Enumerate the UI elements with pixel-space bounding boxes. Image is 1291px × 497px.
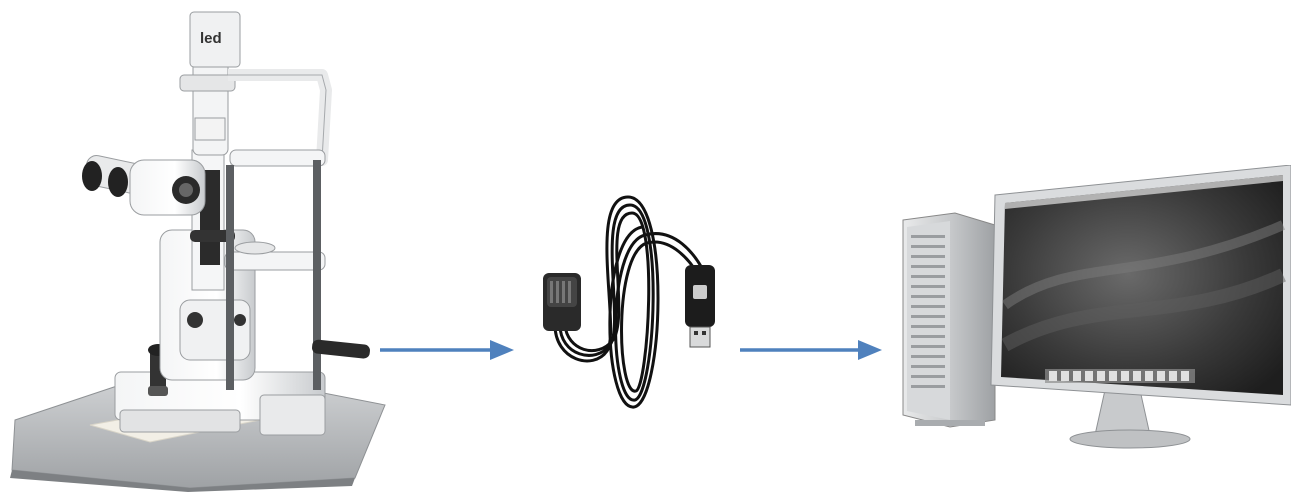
right-arrow-icon bbox=[738, 336, 886, 364]
brand-label: led bbox=[200, 30, 222, 47]
usb-camera-cable bbox=[535, 195, 725, 410]
arrow-microscope-to-cable bbox=[378, 336, 518, 364]
arrow-cable-to-computer bbox=[738, 336, 886, 364]
usb-camera-cable-icon bbox=[535, 195, 725, 410]
desktop-computer bbox=[895, 165, 1291, 465]
right-arrow-icon bbox=[378, 336, 518, 364]
slit-lamp-microscope: led bbox=[0, 0, 390, 492]
slit-lamp-microscope-icon: led bbox=[0, 0, 390, 492]
desktop-computer-icon bbox=[895, 165, 1291, 465]
